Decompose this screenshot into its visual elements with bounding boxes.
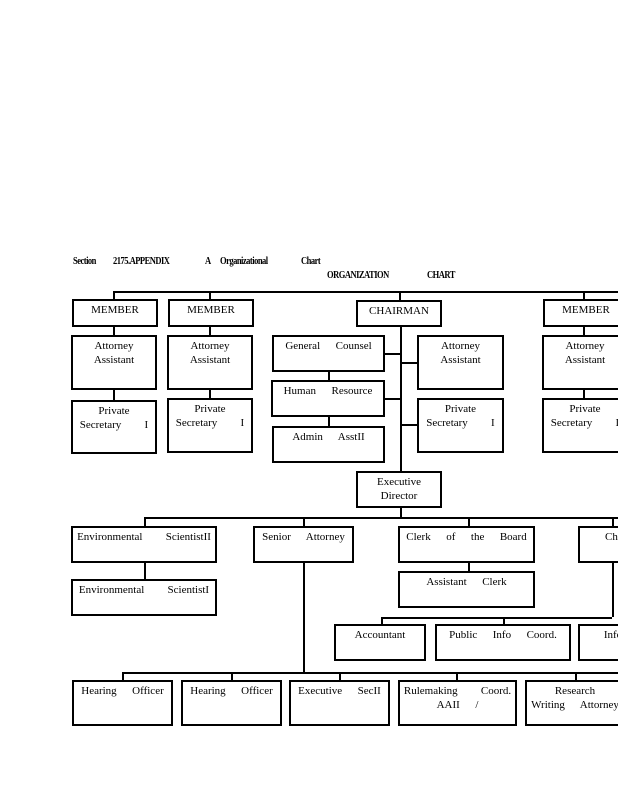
connector-line — [468, 563, 470, 571]
admin-asst-box: Admin AsstII — [272, 426, 385, 463]
chairman-box: CHAIRMAN — [356, 300, 442, 327]
connector-line — [113, 291, 618, 293]
private-secretary-box: Private Secretary I — [417, 398, 504, 453]
general-counsel-box: General Counsel — [272, 335, 385, 372]
executive-secretary-box: Executive SecII — [289, 680, 390, 726]
connector-line — [503, 617, 505, 624]
connector-line — [113, 390, 115, 400]
connector-line — [468, 517, 470, 526]
header-letter: A — [205, 256, 211, 267]
connector-line — [144, 517, 146, 526]
member-box: MEMBER — [168, 299, 254, 327]
assistant-clerk-box: Assistant Clerk — [398, 571, 535, 608]
chief-box: Chi — [578, 526, 618, 563]
connector-line — [583, 390, 585, 398]
private-secretary-box: Private Secretary I — [71, 400, 157, 454]
connector-line — [303, 563, 305, 672]
attorney-assistant-box: Attorney Assistant — [167, 335, 253, 390]
connector-line — [400, 327, 402, 471]
attorney-assistant-box: Attorney Assistant — [71, 335, 157, 390]
connector-line — [209, 291, 211, 299]
connector-line — [612, 563, 614, 617]
attorney-assistant-box: Attorney Assistant — [417, 335, 504, 390]
public-info-coord-box: Public Info Coord. — [435, 624, 571, 661]
connector-line — [583, 327, 585, 335]
private-secretary-box: Private Secretary I — [542, 398, 618, 453]
header-section: Section — [73, 256, 96, 267]
executive-director-box: Executive Director — [356, 471, 442, 508]
clerk-of-the-board-box: Clerk of the Board — [398, 526, 535, 563]
connector-line — [385, 353, 400, 355]
attorney-assistant-box: Attorney Assistant — [542, 335, 618, 390]
header-number: 2175.APPENDIX — [113, 256, 170, 267]
connector-line — [113, 327, 115, 335]
connector-line — [400, 362, 417, 364]
connector-line — [381, 617, 383, 624]
connector-line — [339, 672, 341, 680]
connector-line — [144, 563, 146, 579]
connector-line — [456, 672, 458, 680]
header-word: Organizational — [220, 256, 268, 267]
title-right: CHART — [427, 270, 455, 281]
connector-line — [113, 291, 115, 299]
header-chart: Chart — [301, 256, 321, 267]
connector-line — [575, 672, 577, 680]
environmental-scientist-ii-box: Environmental ScientistII — [71, 526, 217, 563]
connector-line — [209, 327, 211, 335]
hearing-officer-box: Hearing Officer — [181, 680, 282, 726]
hearing-officer-box: Hearing Officer — [72, 680, 173, 726]
senior-attorney-box: Senior Attorney — [253, 526, 354, 563]
connector-line — [400, 424, 417, 426]
info-box: Info — [578, 624, 618, 661]
connector-line — [399, 291, 401, 300]
connector-line — [144, 517, 618, 519]
connector-line — [303, 517, 305, 526]
human-resource-box: Human Resource — [271, 380, 385, 417]
connector-line — [328, 417, 330, 426]
connector-line — [583, 291, 585, 299]
connector-line — [400, 508, 402, 517]
connector-line — [385, 398, 400, 400]
private-secretary-box: Private Secretary I — [167, 398, 253, 453]
title-left: ORGANIZATION — [327, 270, 389, 281]
connector-line — [122, 672, 618, 674]
connector-line — [231, 672, 233, 680]
environmental-scientist-i-box: Environmental ScientistI — [71, 579, 217, 616]
accountant-box: Accountant — [334, 624, 426, 661]
rulemaking-coord-box: Rulemaking Coord. AAII / — [398, 680, 517, 726]
connector-line — [612, 517, 614, 526]
connector-line — [209, 390, 211, 398]
connector-line — [328, 372, 330, 380]
research-writing-attorney-box: Research Writing Attorney — [525, 680, 618, 726]
connector-line — [381, 617, 612, 619]
member-box: MEMBER — [72, 299, 158, 327]
member-box: MEMBER — [543, 299, 618, 327]
connector-line — [122, 672, 124, 680]
